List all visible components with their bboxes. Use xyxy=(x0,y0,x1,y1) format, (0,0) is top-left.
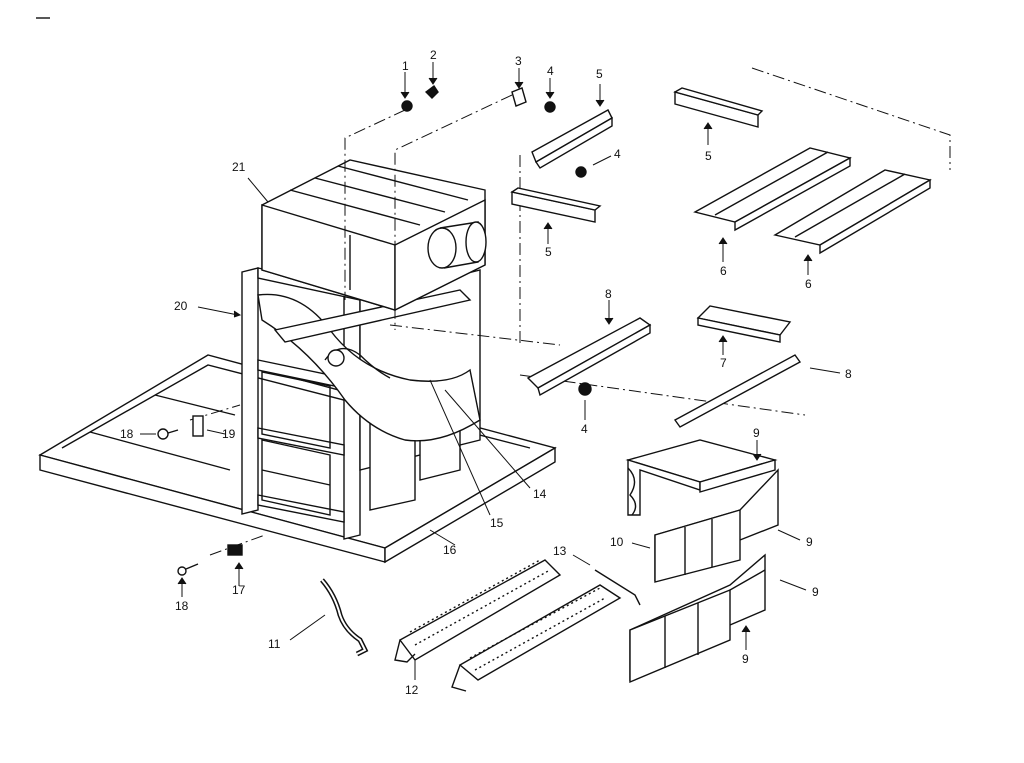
gas-pipe-11 xyxy=(320,578,369,657)
callout-20: 20 xyxy=(174,299,188,313)
nut-4c xyxy=(578,382,592,396)
callout-3: 3 xyxy=(515,54,522,68)
callout-9a: 9 xyxy=(753,426,760,440)
callout-8a: 8 xyxy=(605,287,612,301)
callout-1: 1 xyxy=(402,59,409,73)
screw-18a xyxy=(157,428,179,440)
callout-15: 15 xyxy=(490,516,504,530)
leader-lines xyxy=(189,67,951,556)
channel-6a xyxy=(693,147,852,232)
clip-2 xyxy=(424,84,439,99)
callout-11: 11 xyxy=(268,637,281,651)
callout-6a: 6 xyxy=(720,264,727,278)
brick-liner-9a xyxy=(625,439,778,516)
callout-18a: 18 xyxy=(120,427,134,441)
callout-5a: 5 xyxy=(596,67,603,81)
callout-4a: 4 xyxy=(547,64,554,78)
callout-13: 13 xyxy=(553,544,567,558)
callout-2: 2 xyxy=(430,48,437,62)
angle-bracket-5c xyxy=(673,87,764,128)
nut-4b xyxy=(575,166,587,178)
firebox-frame xyxy=(241,267,481,540)
fastener-1 xyxy=(401,100,413,112)
callout-4b: 4 xyxy=(614,147,621,161)
callout-8b: 8 xyxy=(845,367,852,381)
bracket-7 xyxy=(696,305,792,343)
angle-bracket-5a xyxy=(531,109,613,169)
callout-5b: 5 xyxy=(545,245,552,259)
nut-4a xyxy=(544,101,556,113)
callout-19: 19 xyxy=(222,427,236,441)
fitting-17 xyxy=(227,544,243,556)
angle-bracket-5b xyxy=(510,187,602,223)
callout-7: 7 xyxy=(720,356,727,370)
callout-5c: 5 xyxy=(705,149,712,163)
base-pan xyxy=(38,354,557,564)
brick-liner-9c xyxy=(629,553,766,684)
callout-9b: 9 xyxy=(806,535,813,549)
bracket-3 xyxy=(511,87,527,107)
blower-housing xyxy=(261,159,487,312)
callout-4c: 4 xyxy=(581,422,588,436)
callout-16: 16 xyxy=(443,543,457,557)
callout-9c: 9 xyxy=(812,585,819,599)
callout-12: 12 xyxy=(405,683,419,697)
callout-18b: 18 xyxy=(175,599,189,613)
callout-14: 14 xyxy=(533,487,547,501)
bar-8a xyxy=(526,317,652,397)
grate-13 xyxy=(451,569,641,692)
callout-9d: 9 xyxy=(742,652,749,666)
channel-6b xyxy=(773,169,932,255)
callout-arrows xyxy=(140,62,841,680)
grate-12 xyxy=(394,559,562,663)
callout-17: 17 xyxy=(232,583,246,597)
callout-10: 10 xyxy=(610,535,624,549)
screw-18b xyxy=(177,563,199,576)
callout-6b: 6 xyxy=(805,277,812,291)
callout-21: 21 xyxy=(232,160,246,174)
brick-liner-9b xyxy=(654,468,779,583)
clip-19 xyxy=(192,415,204,437)
bar-8b xyxy=(673,354,802,428)
